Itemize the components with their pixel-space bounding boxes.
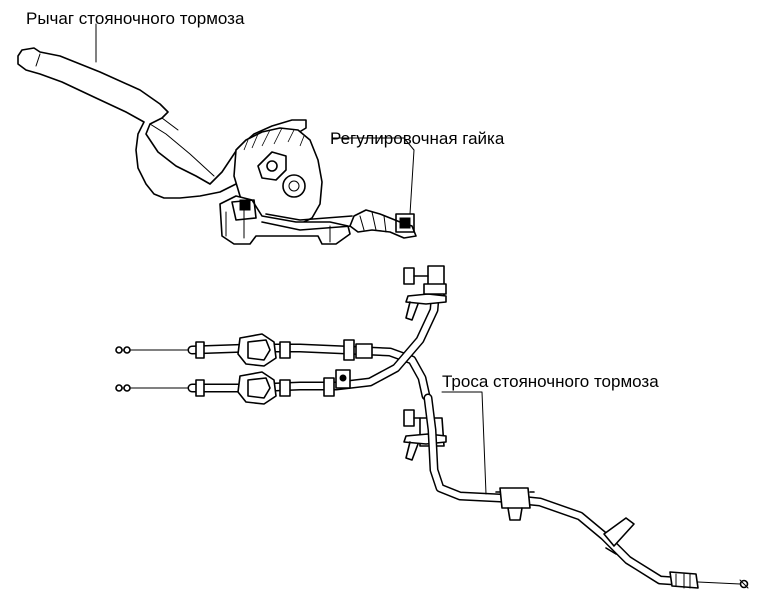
lever-mechanism (219, 127, 417, 245)
lever-label: Рычаг стояночного тормоза (26, 9, 245, 28)
adjusting-nut-label: Регулировочная гайка (330, 129, 505, 148)
parking-brake-lever (17, 47, 307, 199)
parking-brake-cables (115, 265, 749, 589)
cables-label: Троса стояночного тормоза (442, 372, 659, 391)
